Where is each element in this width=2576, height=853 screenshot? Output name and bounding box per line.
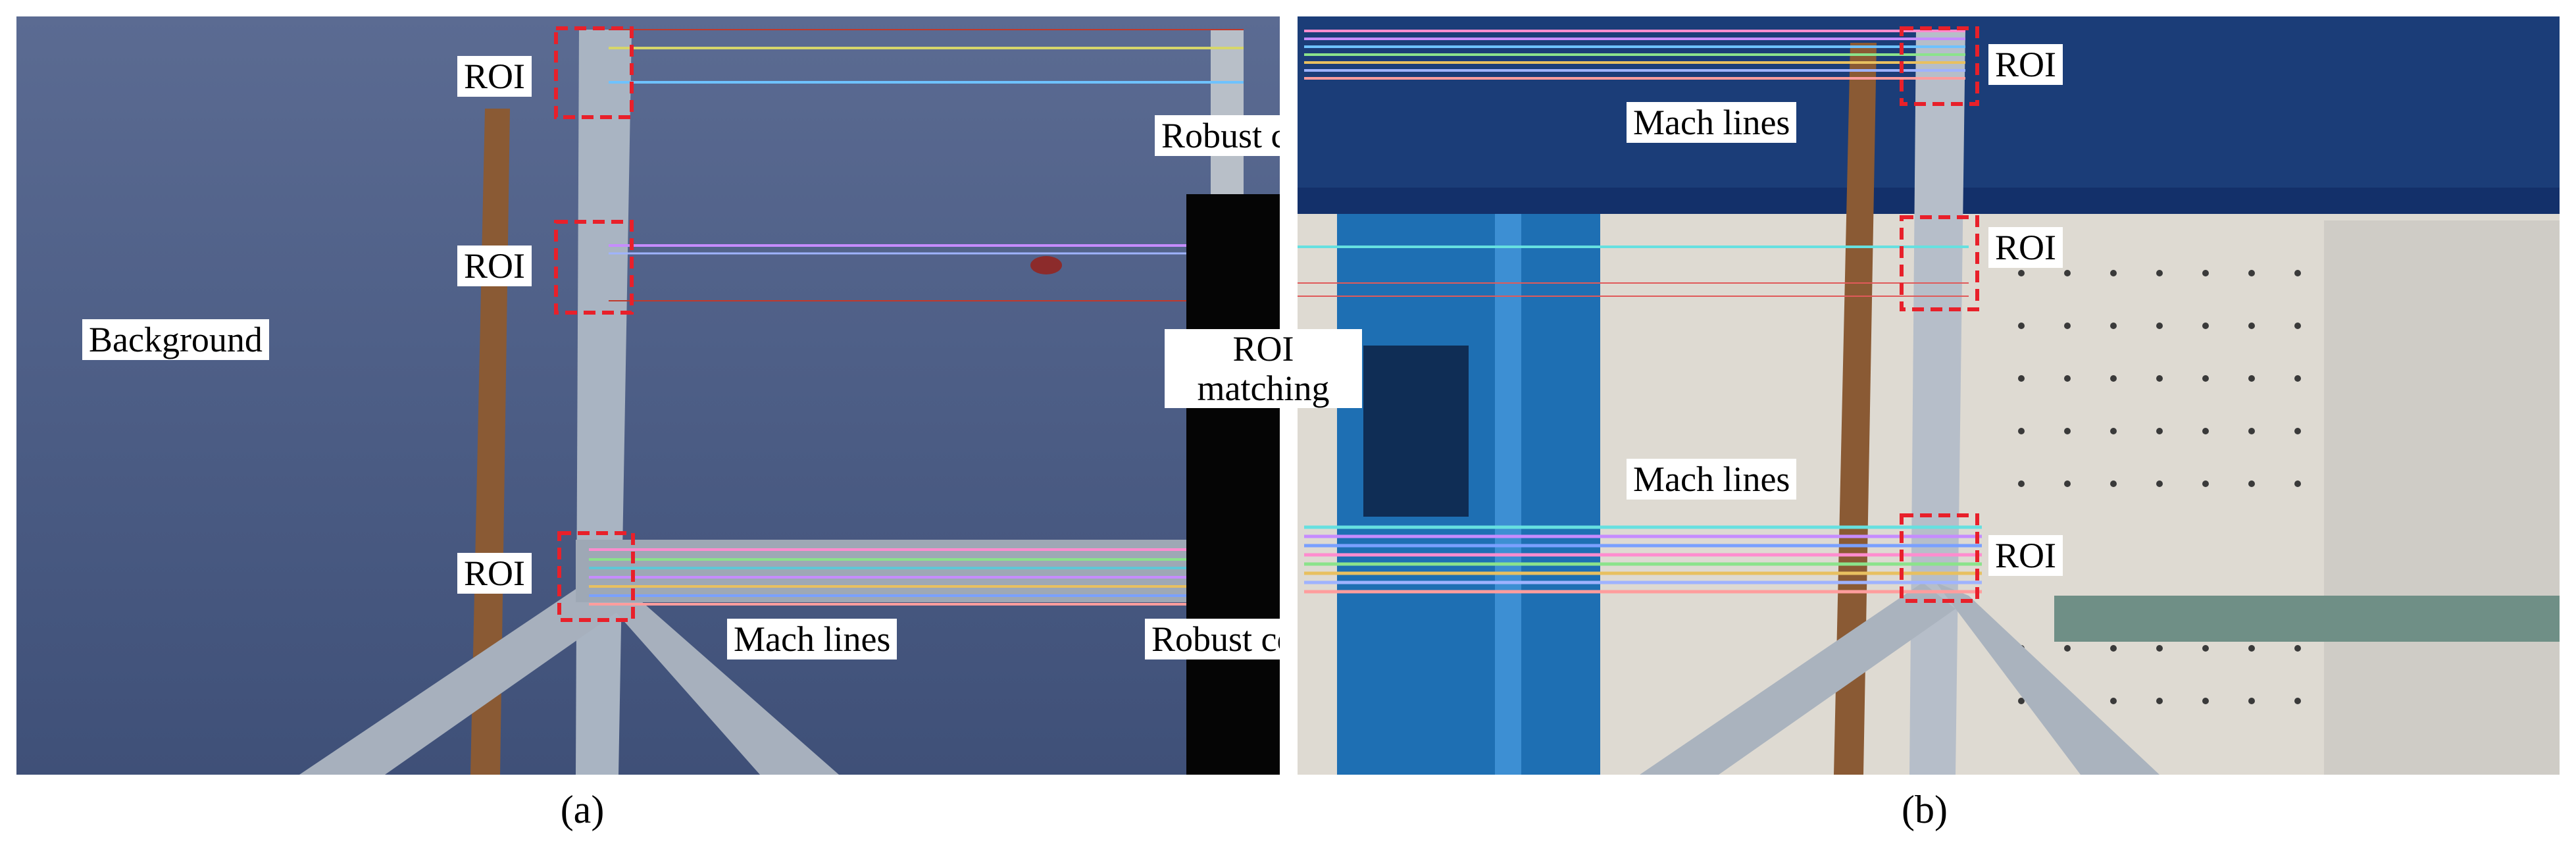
robust-corners-label: Robust corners — [1145, 619, 1280, 659]
roi-label: ROI — [457, 56, 532, 97]
roi-label: ROI — [1988, 227, 2063, 268]
black-strip — [1186, 194, 1280, 775]
mach-lines-label: Mach lines — [1627, 102, 1797, 143]
roi-matching-line2: matching — [1197, 369, 1330, 408]
panel-b: ROI Mach lines ROI Mach lines ROI — [1298, 16, 2560, 775]
roi-matching-label: ROI matching — [1165, 329, 1362, 408]
roi-label: ROI — [457, 553, 532, 594]
background-label: Background — [82, 319, 269, 360]
roi-matching-line1: ROI — [1232, 329, 1294, 369]
right-brace — [1936, 582, 2159, 775]
panel-a-scene — [299, 26, 1280, 775]
roi-box-middle — [554, 220, 634, 315]
mach-lines-label: Mach lines — [727, 619, 897, 659]
concrete-pillar — [2324, 220, 2560, 775]
right-brace — [595, 589, 839, 775]
roi-label: ROI — [457, 246, 532, 286]
roi-box-top — [554, 26, 634, 119]
panel-divider — [1280, 0, 1289, 853]
roi-label: ROI — [1988, 44, 2063, 85]
roi-box-top — [1900, 26, 1979, 106]
roi-box-bottom — [557, 531, 635, 622]
red-mark — [1030, 256, 1062, 274]
caption-b: (b) — [1902, 788, 1948, 831]
frame-column — [1909, 30, 1965, 775]
rig-column — [1495, 214, 1521, 775]
roi-box-middle — [1900, 215, 1979, 311]
rig-panel — [1363, 346, 1469, 517]
green-beam — [2054, 596, 2560, 642]
roi-box-bottom — [1900, 513, 1979, 603]
left-column — [576, 30, 632, 775]
panel-b-scene — [1298, 16, 2560, 775]
mach-lines-label: Mach lines — [1627, 459, 1797, 500]
caption-a: (a) — [560, 788, 605, 831]
panel-a: ROI ROI ROI Background Robust corners Ma… — [16, 16, 1280, 775]
left-brace — [1640, 582, 1956, 775]
roi-label: ROI — [1988, 535, 2063, 576]
robust-corners-label: Robust corners — [1155, 115, 1280, 156]
left-brace — [299, 589, 622, 775]
